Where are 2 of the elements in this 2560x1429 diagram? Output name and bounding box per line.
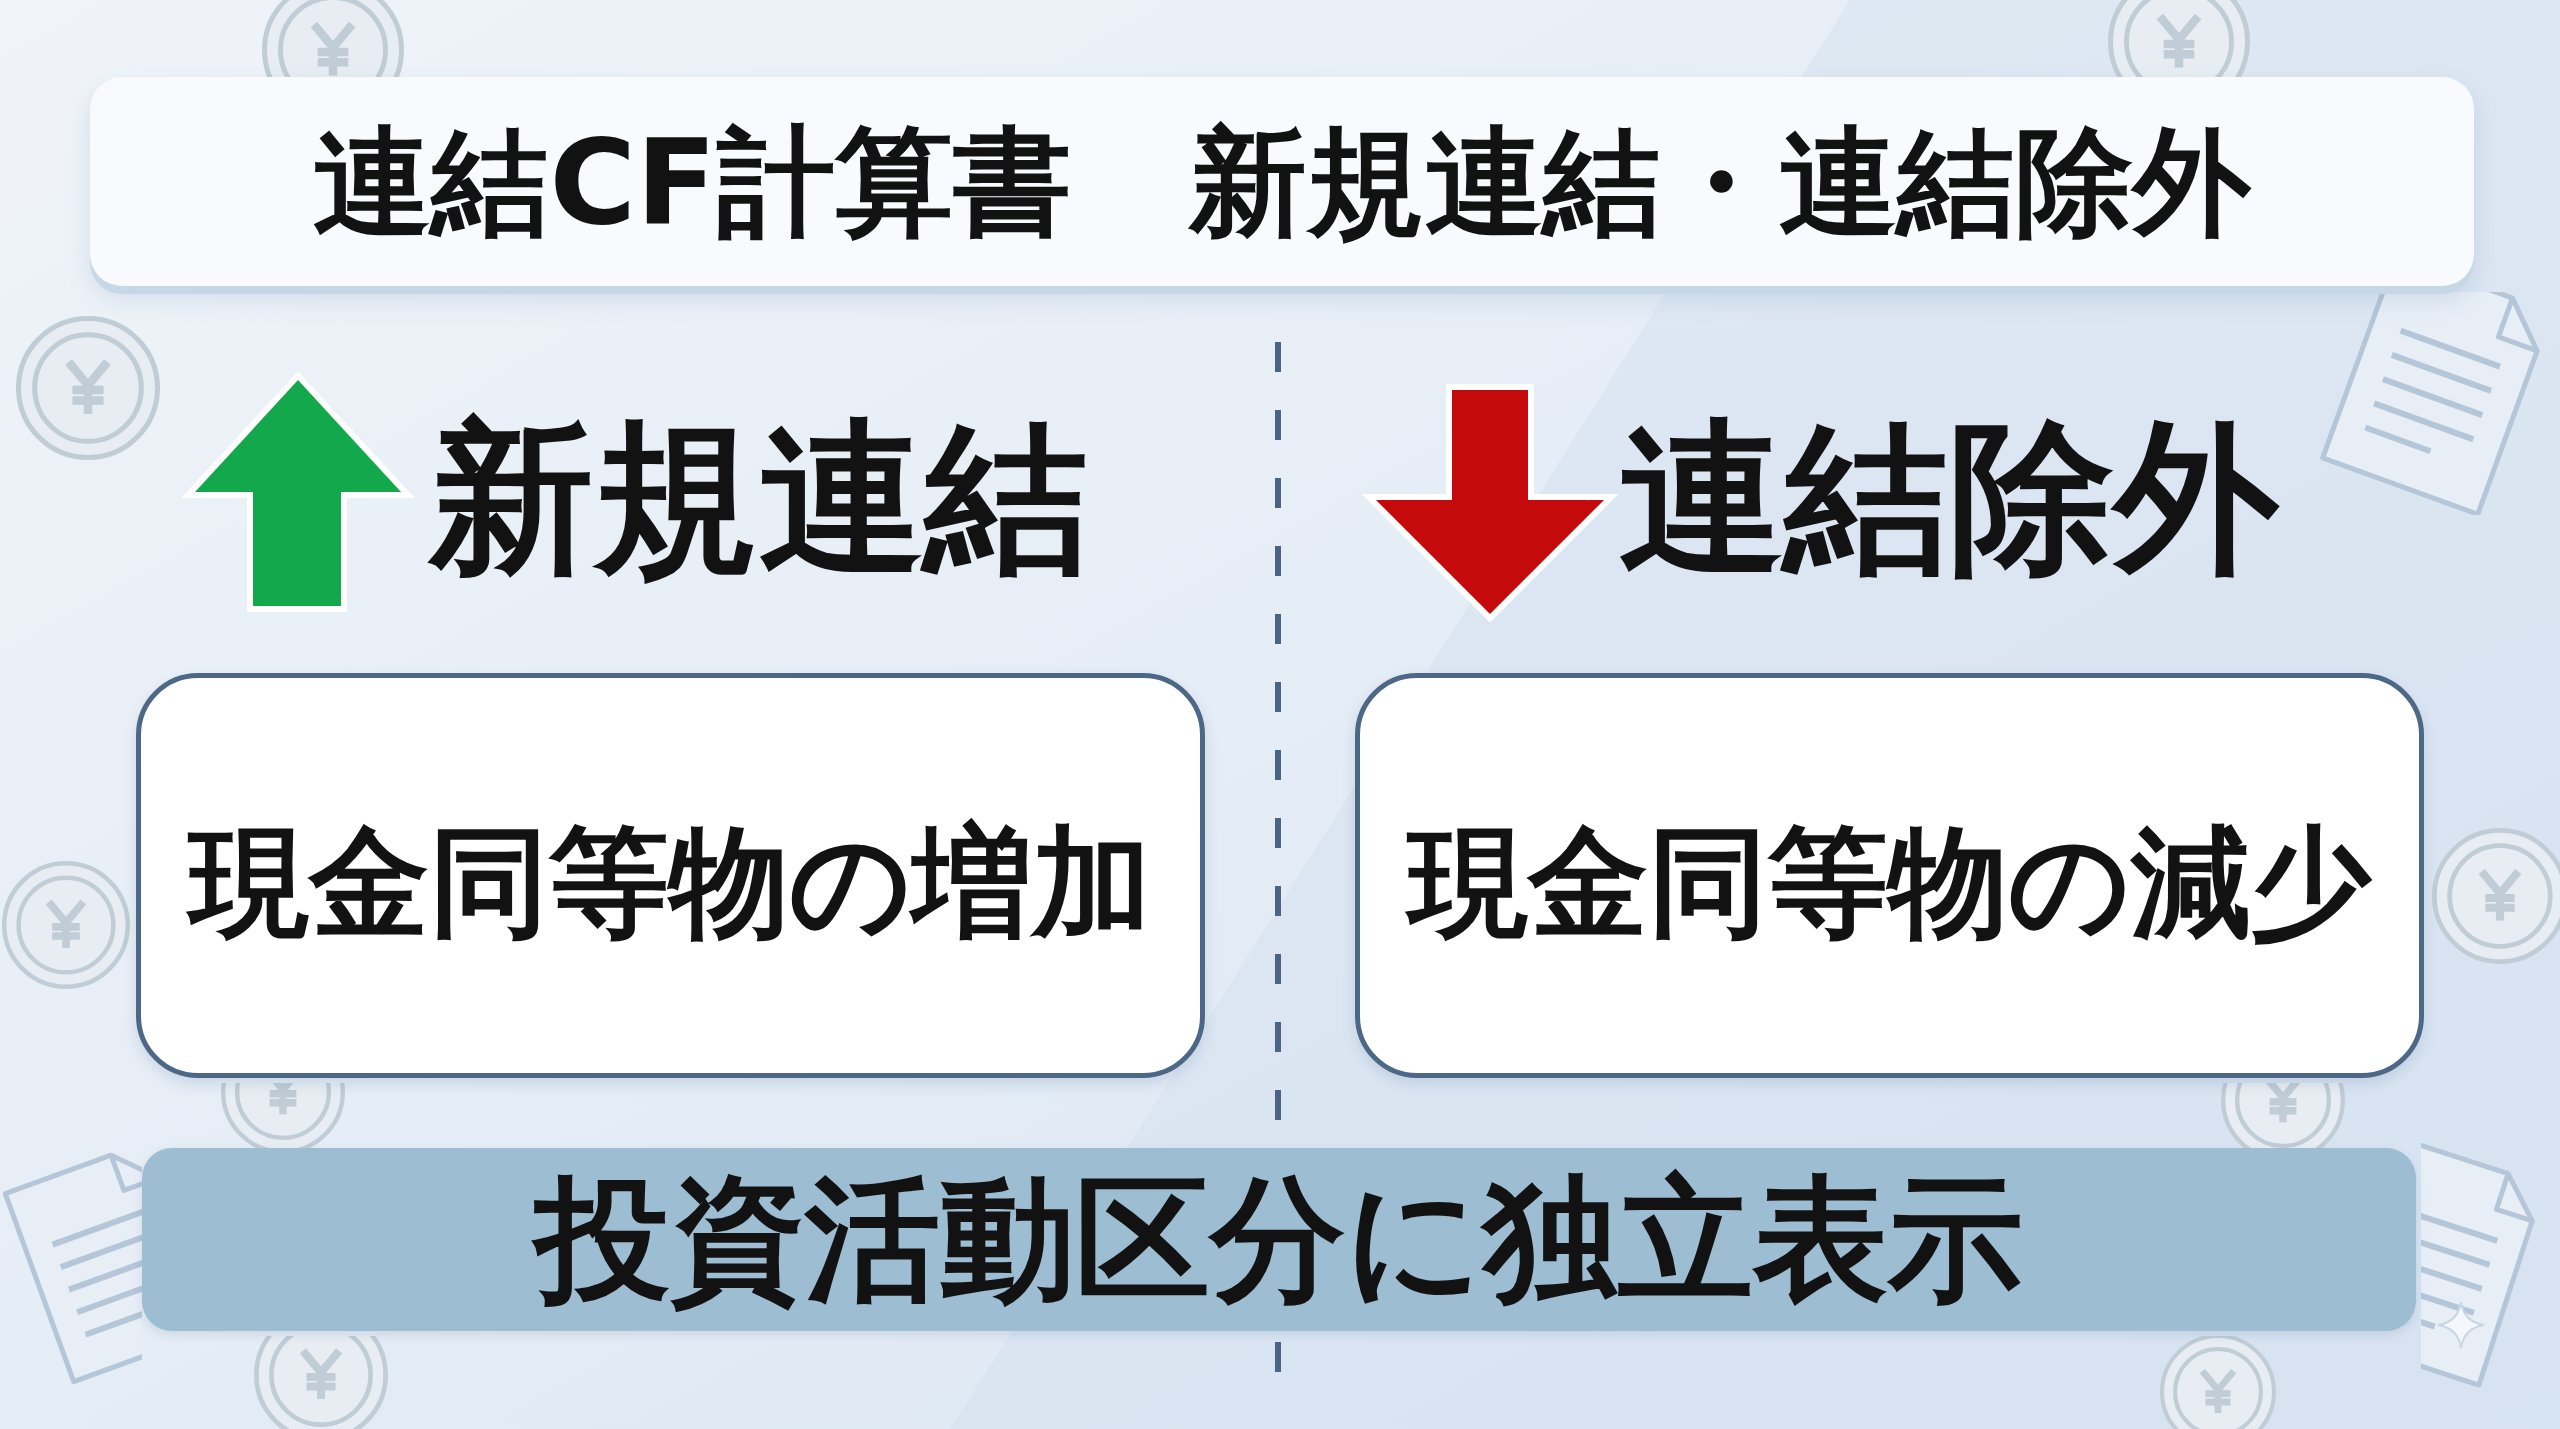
section-heading: 連結除外 <box>1619 416 2279 581</box>
summary-band: 投資活動区分に独立表示 <box>142 1148 2416 1331</box>
